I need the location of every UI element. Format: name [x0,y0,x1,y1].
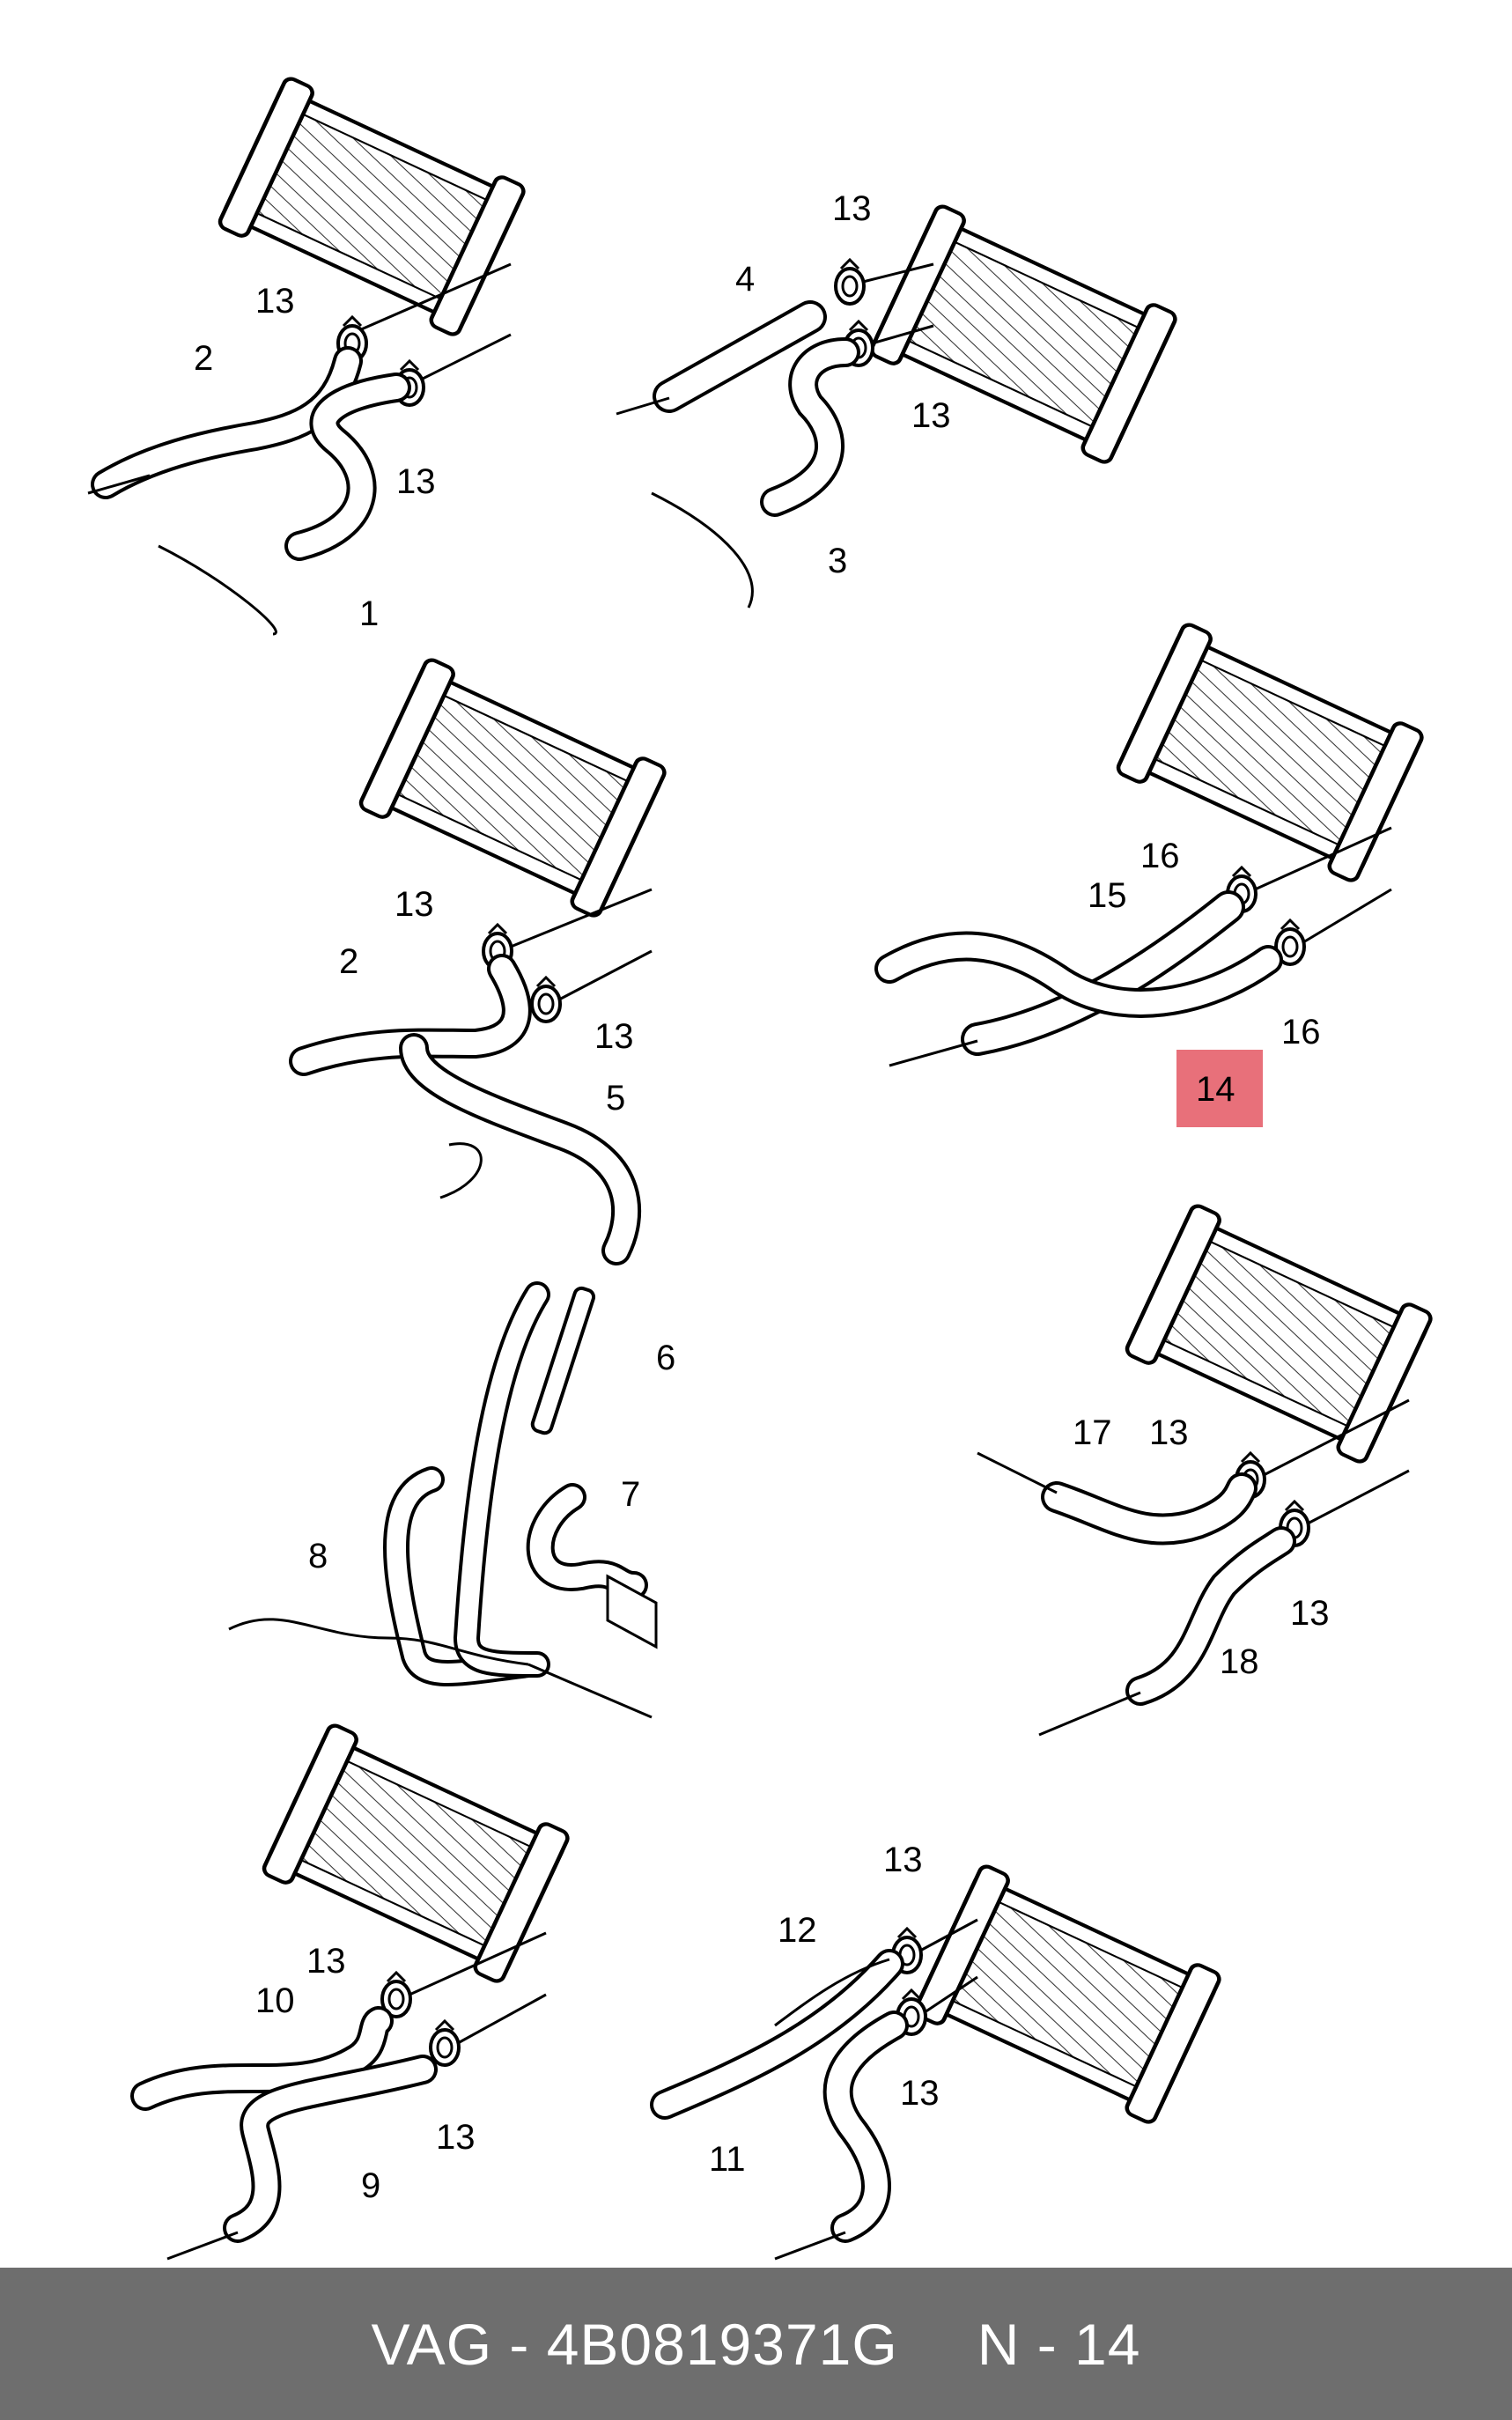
callout-11: 11 [709,2140,746,2179]
footer-part-number: 4B0819371G [546,2311,898,2377]
callout-2: 2 [194,339,213,378]
callout-13: 13 [883,1841,923,1879]
callout-6: 6 [656,1339,675,1377]
callout-12: 12 [778,1911,817,1950]
heater-core-group-7 [650,1864,1221,2261]
callout-13: 13 [1149,1413,1189,1452]
callout-1: 1 [359,594,379,633]
callout-8: 8 [308,1537,328,1575]
footer-brand: VAG [371,2311,493,2377]
callout-7: 7 [621,1475,640,1514]
callout-14-highlighted: 14 [1196,1070,1235,1109]
callout-13: 13 [911,396,951,435]
callout-4: 4 [735,260,755,299]
footer-separator: - [509,2311,530,2377]
heater-core-group-6 [130,1723,570,2261]
callout-10: 10 [255,1981,295,2020]
heater-core-group-5 [977,1204,1433,1737]
callout-17: 17 [1073,1413,1112,1452]
callout-13: 13 [594,1017,634,1056]
callout-13: 13 [900,2074,940,2113]
callout-13: 13 [306,1942,346,1981]
callout-16: 16 [1140,837,1180,875]
callout-15: 15 [1088,876,1127,915]
callout-13: 13 [1290,1594,1330,1633]
callout-5: 5 [606,1079,625,1118]
callout-9: 9 [361,2166,380,2205]
callout-13: 13 [395,885,434,924]
footer-position-label: N - 14 [977,2311,1141,2377]
callout-3: 3 [828,542,847,580]
callout-13: 13 [396,462,436,501]
part-number-footer: VAG - 4B0819371G N - 14 [0,2268,1512,2420]
parts-diagram: 13 2 13 1 13 4 13 3 [87,0,1512,2261]
callout-13: 13 [436,2118,476,2157]
heater-core-group-4 [874,623,1424,1067]
callout-2: 2 [339,942,358,981]
heater-core-group-3 [228,658,667,1719]
heater-core-group-2 [616,204,1177,609]
callout-18: 18 [1220,1642,1259,1681]
heater-core-group-1 [87,77,526,636]
callout-13: 13 [255,282,295,321]
highlight-box-14 [1176,1050,1263,1127]
callout-16: 16 [1281,1013,1321,1051]
callout-13: 13 [832,189,872,228]
